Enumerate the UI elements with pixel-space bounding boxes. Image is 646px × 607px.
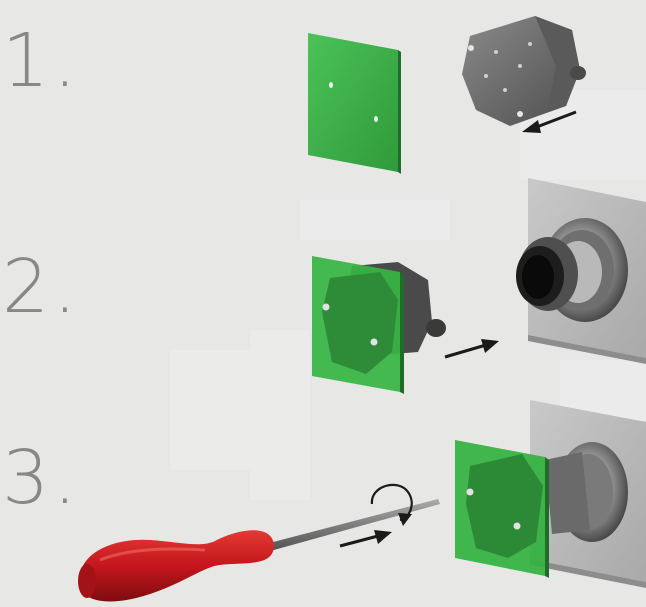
- step-number-1: 1.: [2, 18, 81, 104]
- panel-receptacle: [545, 442, 628, 542]
- connector-insert: [462, 16, 586, 126]
- step-1-illustration: [308, 16, 586, 174]
- arrow-icon: [444, 339, 499, 359]
- step-number-3: 3.: [2, 435, 81, 521]
- step-3-illustration: [78, 400, 646, 602]
- panel-receptacle: [516, 218, 628, 322]
- arrow-icon: [522, 110, 577, 133]
- step-number-2: 2.: [2, 244, 81, 330]
- rotation-arrow-icon: [370, 483, 413, 526]
- background-ghost-drawing: [170, 90, 646, 500]
- arrow-icon: [339, 530, 392, 548]
- screwdriver-icon: [78, 499, 440, 602]
- step-2-illustration: [312, 178, 646, 394]
- green-gasket: [308, 33, 398, 172]
